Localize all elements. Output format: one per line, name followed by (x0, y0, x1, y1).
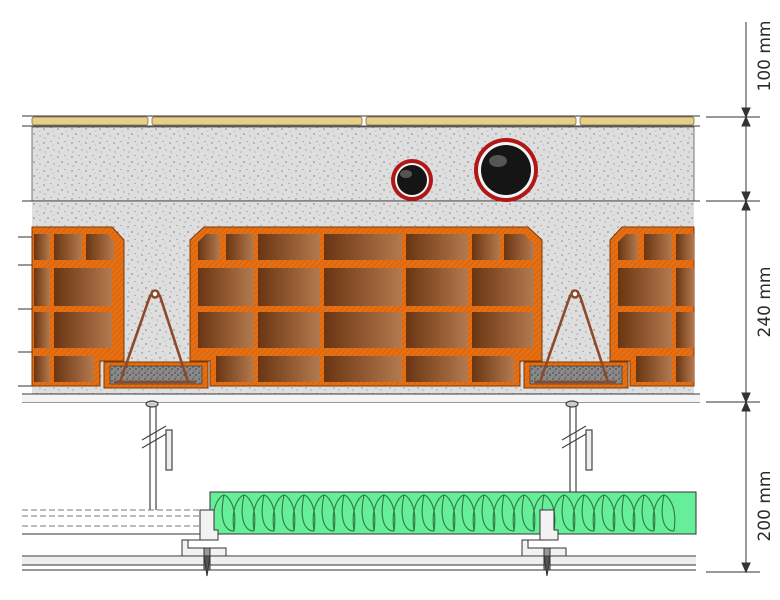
brick-block-left (31, 226, 125, 387)
insulation-layer (209, 491, 697, 535)
screed-layer (22, 126, 700, 202)
pipe-small-icon (391, 159, 433, 201)
pipe-large-icon (474, 138, 538, 202)
brick-block-center (189, 226, 543, 387)
rebar-truss-left-icon (114, 289, 196, 384)
dimension-line (706, 22, 760, 574)
left-edge-ticks (18, 236, 32, 387)
hanger-left-icon (141, 400, 173, 510)
dim-label-240: 240 mm (755, 267, 775, 338)
rebar-truss-right-icon (534, 289, 616, 384)
brick-block-right (609, 226, 695, 387)
joist-right (523, 361, 629, 389)
profile-clip-left-icon (181, 509, 227, 577)
floor-finish-layer (22, 115, 700, 127)
dim-label-200: 200 mm (755, 471, 775, 542)
dim-label-100: 100 mm (755, 21, 775, 92)
profile-clip-right-icon (521, 509, 567, 577)
ceiling-boards (22, 509, 696, 571)
joist-left (103, 361, 209, 389)
